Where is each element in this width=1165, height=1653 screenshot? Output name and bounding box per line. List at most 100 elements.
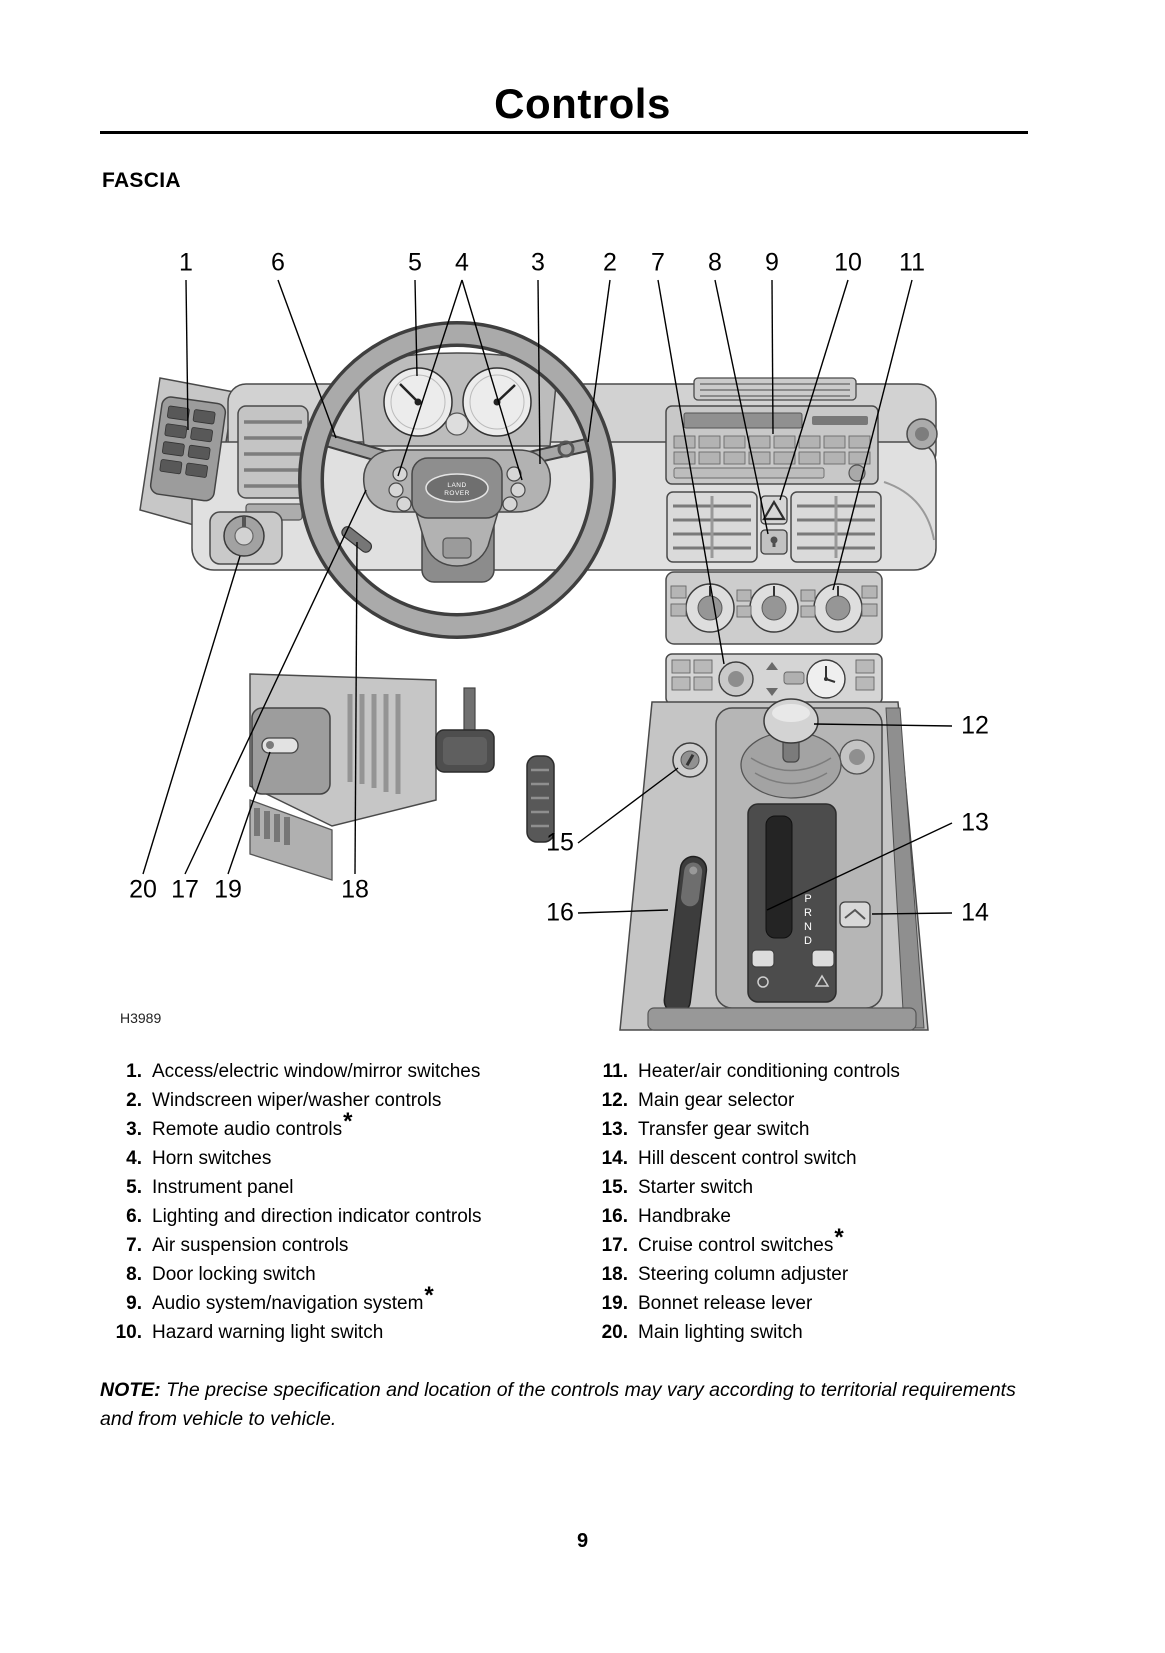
legend-item-number: 3.: [126, 1119, 142, 1140]
legend-item-number: 11.: [602, 1061, 628, 1082]
legend-item-label: Access/electric window/mirror switches: [152, 1061, 481, 1082]
legend-item-label: Hazard warning light switch: [152, 1322, 384, 1343]
callout-7: 7: [651, 248, 665, 277]
main-lighting-switch: [209, 511, 283, 565]
legend-item-number: 19.: [601, 1293, 628, 1314]
legend-item-number: 12.: [601, 1090, 628, 1111]
legend-item-label: Windscreen wiper/washer controls: [152, 1090, 442, 1111]
legend-item-label: Bonnet release lever: [638, 1293, 813, 1314]
legend-item-number: 10.: [115, 1322, 142, 1343]
legend-item: 11. Heater/air conditioning controls: [586, 1058, 1030, 1087]
legend-item-label: Heater/air conditioning controls: [638, 1061, 900, 1082]
main-gear-selector: [740, 698, 842, 799]
legend-item: 2.Windscreen wiper/washer controls: [100, 1087, 578, 1116]
page-title: Controls: [494, 80, 671, 127]
callout-3: 3: [531, 248, 545, 277]
callout-2: 2: [603, 248, 617, 277]
callout-6: 6: [271, 248, 285, 277]
legend-item-label: Remote audio controls*: [152, 1108, 353, 1141]
gear-gate: P R N D: [747, 803, 837, 1003]
clock: [806, 659, 846, 699]
legend-item-number: 13.: [601, 1119, 628, 1140]
underdash-panel: [249, 673, 437, 881]
legend-item-label: Hill descent control switch: [638, 1148, 857, 1169]
steering-wheel: LAND ROVER: [298, 321, 616, 639]
callout-15: 15: [546, 828, 574, 857]
callout-11: 11: [899, 248, 925, 277]
legend-item-label: Main gear selector: [638, 1090, 795, 1111]
callout-19: 19: [214, 875, 242, 904]
legend-item-label: Main lighting switch: [638, 1322, 803, 1343]
legend-item: 14. Hill descent control switch: [586, 1145, 1030, 1174]
handbrake: [663, 855, 708, 1015]
transfer-gear-switch: [751, 949, 775, 968]
window-switch-pod: [149, 396, 227, 502]
audio-navigation-unit: [665, 405, 879, 485]
fascia-illustration: LAND ROVER: [139, 279, 953, 1031]
hill-descent-control-switch: [839, 901, 871, 928]
legend-item: 4. Horn switches: [100, 1145, 578, 1174]
legend-item-number: 14.: [601, 1148, 628, 1169]
legend-item-number: 4.: [126, 1148, 142, 1169]
legend-item: 12. Main gear selector: [586, 1087, 1030, 1116]
callout-17: 17: [171, 875, 199, 904]
gear-position-letter: N: [804, 921, 812, 933]
legend-item: 20.Main lighting switch: [586, 1319, 1030, 1348]
legend-item-number: 1.: [126, 1061, 142, 1082]
legend-item-label: Horn switches: [152, 1148, 272, 1169]
leader-lines: [142, 279, 953, 915]
callout-14: 14: [961, 898, 989, 927]
legend-item: 3. Remote audio controls*: [100, 1108, 578, 1145]
legend-item-label: Steering column adjuster: [638, 1264, 849, 1285]
legend-item-number: 5.: [126, 1177, 142, 1198]
door-locking-switch: [760, 529, 788, 555]
legend-item-number: 6.: [126, 1206, 142, 1227]
callout-13: 13: [961, 808, 989, 837]
legend-item-label: Lighting and direction indicator control…: [152, 1206, 482, 1227]
legend-item: 9.Audio system/navigation system*: [100, 1284, 578, 1319]
brake-pedal: [435, 687, 495, 773]
legend-item-number: 9.: [126, 1293, 142, 1314]
centre-console: P R N D: [619, 698, 929, 1031]
legend-item-label: Cruise control switches*: [638, 1224, 844, 1257]
centre-stack: [665, 377, 883, 705]
asterisk: *: [834, 1224, 844, 1251]
brand-badge-text: LAND: [447, 482, 466, 489]
note-text: The precise specification and location o…: [100, 1379, 1016, 1431]
gear-position-letter: R: [804, 907, 812, 919]
callout-8: 8: [708, 248, 722, 277]
legend-item-number: 16.: [601, 1206, 628, 1227]
legend-item-label: Air suspension controls: [152, 1235, 349, 1256]
callout-9: 9: [765, 248, 779, 277]
legend-item: 15.Starter switch: [586, 1174, 1030, 1203]
legend-item: 7. Air suspension controls: [100, 1232, 578, 1261]
callout-18: 18: [341, 875, 369, 904]
air-suspension-panel: [665, 653, 883, 705]
callout-1: 1: [179, 248, 193, 277]
legend-item-label: Handbrake: [638, 1206, 731, 1227]
note: NOTE: The precise specification and loca…: [100, 1376, 1028, 1435]
legend-item-number: 7.: [126, 1235, 142, 1256]
gear-position-letter: D: [804, 935, 812, 947]
legend-item: 17. Cruise control switches*: [586, 1224, 1030, 1261]
legend-column-left: 1. Access/electric window/mirror switches…: [100, 1058, 578, 1348]
callout-5: 5: [408, 248, 422, 277]
title-rule: [100, 131, 1028, 134]
legend-item: 1. Access/electric window/mirror switches: [100, 1058, 578, 1087]
remote-audio-switches: [502, 466, 526, 512]
section-heading: FASCIA: [102, 169, 181, 192]
figure-code: H3989: [120, 1010, 162, 1026]
legend-item-number: 18.: [601, 1264, 628, 1285]
legend-item: 10. Hazard warning light switch: [100, 1319, 578, 1348]
legend-item: 8.Door locking switch: [100, 1261, 578, 1290]
callout-4: 4: [455, 248, 469, 277]
brand-badge: LAND ROVER: [425, 473, 489, 503]
legend-item: 18. Steering column adjuster: [586, 1261, 1030, 1290]
legend-column-right: 11. Heater/air conditioning controls 12. M…: [586, 1058, 1030, 1348]
note-label: NOTE:: [100, 1379, 161, 1401]
steering-column-adjuster: [341, 526, 373, 553]
fascia-diagram: LAND ROVER: [100, 238, 1030, 1038]
bonnet-release-lever: [261, 737, 299, 754]
legend-item-number: 17.: [601, 1235, 628, 1256]
legend-item: 19. Bonnet release lever: [586, 1290, 1030, 1319]
